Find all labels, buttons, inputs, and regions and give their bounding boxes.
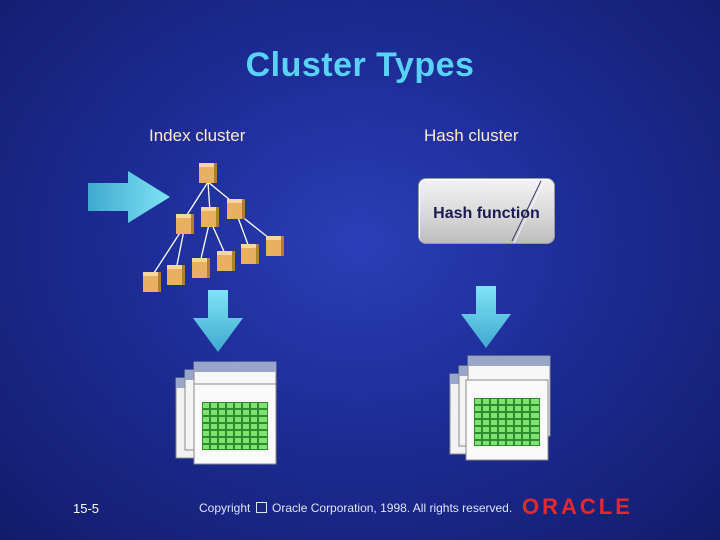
oracle-logo: ORACLE: [522, 494, 633, 519]
hash-function-text: Hash function: [433, 205, 540, 222]
input-arrow: [88, 171, 170, 223]
index-cluster-label: Index cluster: [149, 126, 246, 145]
copyright-notice: Copyright Oracle Corporation, 1998. All …: [199, 501, 512, 515]
hash-slash-lines: [511, 180, 544, 243]
hash-down-arrow: [461, 286, 511, 348]
table-sheet-front: [465, 379, 549, 461]
tree-node: [201, 207, 219, 227]
tree-node: [266, 236, 284, 256]
tree-node: [167, 265, 185, 285]
hash-cluster-label: Hash cluster: [424, 126, 519, 145]
tree-node: [217, 251, 235, 271]
slide-number: 15-5: [73, 501, 100, 516]
tree-node: [143, 272, 161, 292]
index-tree-nodes: [143, 163, 284, 292]
slide-title: Cluster Types: [245, 46, 475, 84]
tree-node: [241, 244, 259, 264]
hash-table-stack: [449, 355, 551, 461]
index-down-arrow: [193, 290, 243, 352]
tree-node: [192, 258, 210, 278]
tree-node: [227, 199, 245, 219]
copyright-prefix: Copyright: [199, 501, 251, 515]
copyright-icon: [255, 502, 267, 513]
table-sheet-front: [193, 383, 277, 465]
hash-function-box: Hash function: [418, 178, 555, 244]
copyright-suffix: Oracle Corporation, 1998. All rights res…: [272, 501, 513, 515]
tree-node: [199, 163, 217, 183]
tree-node: [176, 214, 194, 234]
index-table-stack: [175, 361, 277, 465]
